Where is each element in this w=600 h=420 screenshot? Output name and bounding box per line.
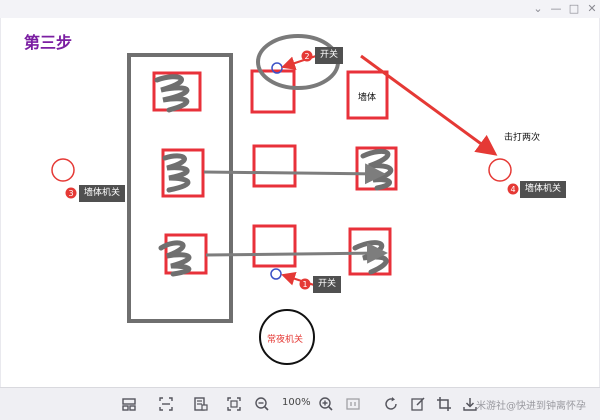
zoom-level: 100% [282,397,311,408]
badge-3-bg [65,187,77,199]
scribble-left-bottom [158,240,192,277]
night-switch-label: 常夜机关 [267,335,304,345]
switch-tag-top: 开关 [315,47,344,64]
night-switch-circle [259,309,315,365]
box-right-top [346,70,389,120]
box-mid-bottom [252,224,297,268]
badge-2-bg [301,50,313,62]
crop-icon[interactable] [434,394,454,414]
target-circle-left [51,158,75,182]
gray-arrow-top [203,163,386,185]
badge-2: 2 [304,52,309,61]
scan-icon[interactable] [156,394,176,414]
switch-tag-bottom: 开关 [313,276,342,293]
double-tap-label: 击打两次 [504,133,541,143]
box-left-mid [161,148,205,198]
box-mid-mid [252,144,297,188]
rotate-icon[interactable] [381,394,401,414]
image-canvas: 2 1 3 4 第三步 开关 开关 墙体机关 墙体机关 墙体 击打两次 常夜机关 [1,18,599,387]
actual-size-icon[interactable] [343,394,363,414]
badge-3: 3 [68,189,73,198]
wall-frame [127,53,233,323]
wall-label: 墙体 [358,93,377,103]
scribble-left-mid [162,153,191,193]
wall-switch-tag-right: 墙体机关 [520,181,567,198]
wall-switch-tag-left: 墙体机关 [79,185,126,202]
edit-icon[interactable] [408,394,428,414]
ocr-icon[interactable] [191,394,211,414]
target-circle-right [488,158,512,182]
badge-4: 4 [510,185,515,194]
scribble-right-bottom [352,240,389,275]
watermark: 米游社@快进到钟离怀孕 [476,401,586,412]
switch-ring-bottom [270,268,282,280]
zoom-out-icon[interactable] [252,394,272,414]
maximize-icon[interactable]: □ [568,2,580,15]
download-icon[interactable] [460,394,480,414]
fit-screen-icon[interactable] [224,394,244,414]
scribble-right-mid [360,148,394,191]
viewer-toolbar: 100% 米游社@快进到钟离怀孕 [0,387,600,420]
close-icon[interactable]: ✕ [587,2,597,15]
zoom-in-icon[interactable] [316,394,336,414]
scribble-left-top [154,74,190,113]
layout-icon[interactable] [119,394,139,414]
badge-4-bg [507,183,519,195]
title-bar: ⌄ — □ ✕ [0,0,600,18]
target-arrow [360,54,498,156]
minimize-icon[interactable]: — [550,2,562,15]
chevron-down-icon[interactable]: ⌄ [533,2,543,15]
badge-1: 1 [302,280,307,289]
puzzle-diagram: 2 1 3 4 [51,34,519,365]
badge-1-bg [299,278,311,290]
gray-arrow-bottom [205,242,388,264]
box-mid-top [250,69,296,114]
step-heading: 第三步 [24,33,73,52]
